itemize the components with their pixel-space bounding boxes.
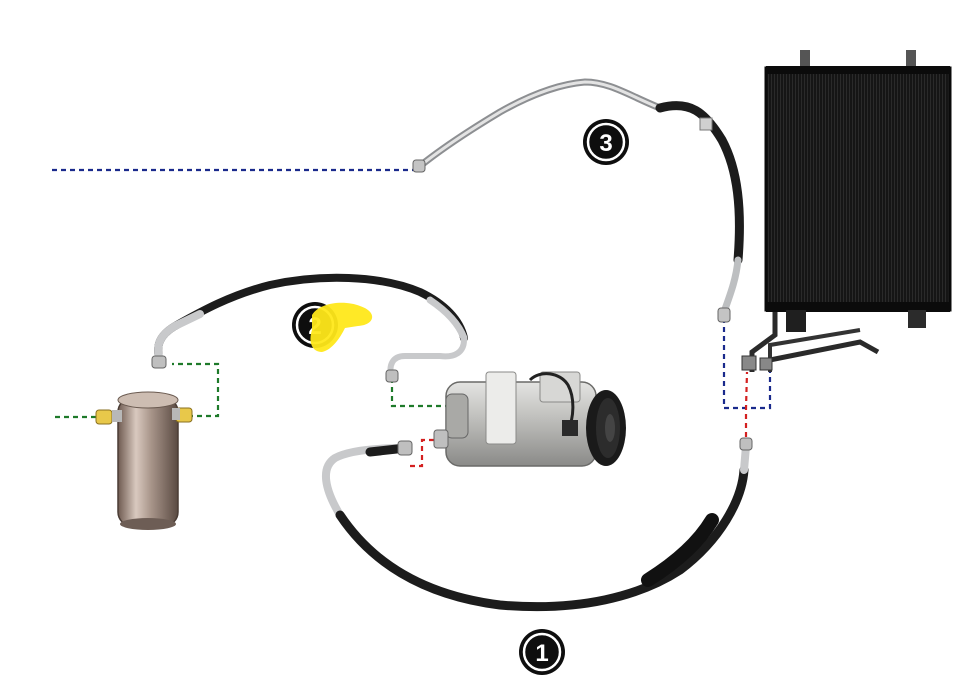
condenser bbox=[741, 50, 952, 372]
green-dotted-line-compressor bbox=[390, 378, 446, 408]
compressor bbox=[433, 371, 626, 467]
green-dotted-line-drier-right bbox=[172, 362, 220, 418]
callout-2: 2 bbox=[292, 302, 373, 352]
callout-3: 3 bbox=[583, 119, 629, 165]
connection-lines bbox=[52, 168, 772, 468]
hose-3 bbox=[412, 78, 744, 323]
callout-1: 1 bbox=[519, 629, 565, 675]
yellow-highlight-mark bbox=[310, 302, 373, 352]
red-dotted-line-condenser bbox=[744, 371, 749, 446]
hose-1 bbox=[321, 437, 753, 612]
hose-2 bbox=[151, 273, 468, 383]
callout-3-label: 3 bbox=[599, 130, 612, 157]
red-dotted-line-compressor bbox=[410, 438, 436, 468]
callout-1-label: 1 bbox=[535, 640, 548, 667]
receiver-drier bbox=[95, 391, 193, 530]
